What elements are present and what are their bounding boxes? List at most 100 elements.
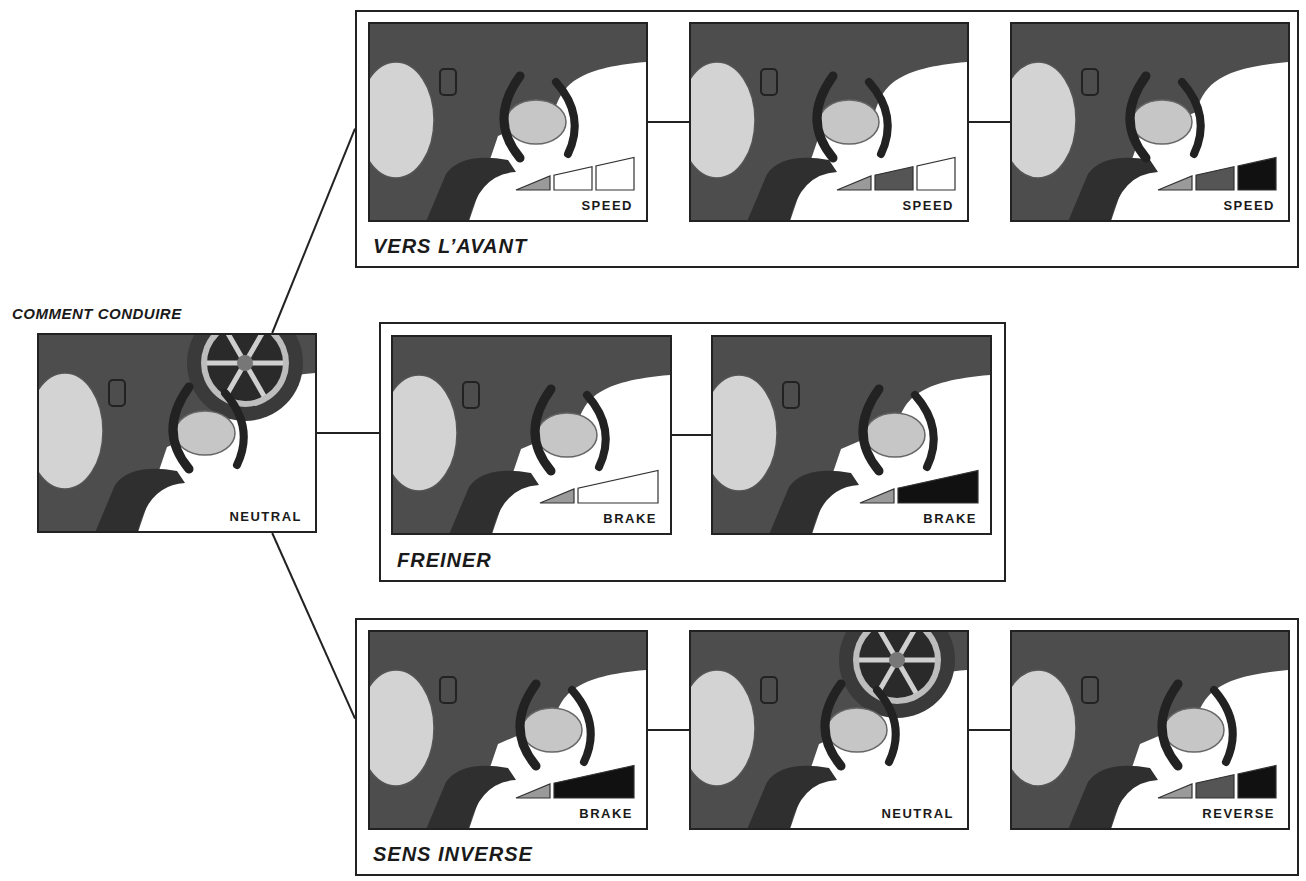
trigger-guard (869, 82, 888, 154)
finger (1164, 708, 1224, 752)
trigger-guard (915, 395, 934, 467)
thumb (370, 670, 434, 786)
trigger-guard (877, 690, 896, 762)
level-indicator (837, 158, 955, 190)
finger (865, 413, 925, 457)
button (440, 69, 456, 95)
grip (1067, 766, 1158, 828)
connector-line (648, 121, 689, 123)
grip (768, 471, 859, 533)
button (761, 69, 777, 95)
thumb (691, 670, 755, 786)
state-label: REVERSE (1199, 806, 1278, 822)
finger (1132, 100, 1192, 144)
button (1082, 677, 1098, 703)
finger (175, 411, 235, 455)
state-label: BRAKE (576, 806, 636, 822)
connector-line (648, 729, 689, 731)
trigger (535, 389, 551, 471)
trigger (520, 684, 536, 766)
trigger-guard (587, 395, 606, 467)
group-box: FREINERBRAKEBRAKE (379, 322, 1006, 582)
grip (425, 158, 516, 220)
finger (522, 708, 582, 752)
button (463, 382, 479, 408)
thumb (1012, 670, 1076, 786)
trigger-guard (572, 690, 591, 762)
trigger-illustration (1012, 24, 1288, 220)
trigger-illustration (370, 632, 646, 828)
trigger-illustration (370, 24, 646, 220)
grip (746, 766, 837, 828)
connector-line (272, 533, 355, 719)
finger (506, 100, 566, 144)
section-title: VERS L’AVANT (373, 235, 527, 258)
button (440, 677, 456, 703)
trigger (825, 684, 841, 766)
thumb (370, 62, 434, 178)
state-label: SPEED (578, 198, 636, 214)
thumb (393, 375, 457, 491)
trigger (504, 76, 520, 158)
connector-line (969, 729, 1010, 731)
connector-line (272, 129, 355, 333)
trigger-illustration (393, 337, 670, 533)
photo-panel: SPEED (689, 22, 969, 222)
state-label: SPEED (899, 198, 957, 214)
thumb (691, 62, 755, 178)
trigger (817, 76, 833, 158)
trigger-guard (1182, 82, 1201, 154)
trigger-illustration (691, 24, 967, 220)
photo-panel: SPEED (368, 22, 648, 222)
trigger-guard (556, 82, 575, 154)
trigger-guard (1214, 690, 1233, 762)
level-indicator (540, 471, 658, 503)
state-label: BRAKE (920, 511, 980, 527)
grip (425, 766, 516, 828)
level-indicator (1158, 766, 1276, 798)
state-label: NEUTRAL (226, 509, 305, 525)
grip (746, 158, 837, 220)
finger (819, 100, 879, 144)
state-label: BRAKE (600, 511, 660, 527)
button (1082, 69, 1098, 95)
steering-wheel (187, 335, 303, 421)
group-box: SENS INVERSE BRAKE NEUTRAL REVERSE (355, 618, 1299, 876)
trigger-illustration (39, 335, 315, 531)
connector-line (672, 434, 711, 436)
level-indicator (516, 766, 634, 798)
grip (448, 471, 539, 533)
level-indicator (516, 158, 634, 190)
steering-wheel (839, 632, 955, 718)
grip (1067, 158, 1158, 220)
connector-line (317, 432, 379, 434)
trigger (1130, 76, 1146, 158)
section-title: SENS INVERSE (373, 843, 533, 866)
grip (94, 469, 185, 531)
photo-panel: BRAKE (711, 335, 992, 535)
trigger (173, 387, 189, 469)
photo-panel: BRAKE (368, 630, 648, 830)
photo-panel: COMMENT CONDUIRENEUTRAL (37, 333, 317, 533)
photo-panel: BRAKE (391, 335, 672, 535)
trigger-guard (225, 393, 244, 465)
state-label: SPEED (1220, 198, 1278, 214)
button (783, 382, 799, 408)
diagram-heading: COMMENT CONDUIRE (12, 305, 182, 322)
level-indicator (860, 471, 978, 503)
group-box: VERS L’AVANT SPEED SPEED SPEED (355, 10, 1299, 268)
thumb (713, 375, 777, 491)
photo-panel: REVERSE (1010, 630, 1290, 830)
trigger (863, 389, 879, 471)
button (761, 677, 777, 703)
connector-line (969, 121, 1010, 123)
state-label: NEUTRAL (878, 806, 957, 822)
trigger-illustration (713, 337, 990, 533)
trigger (1162, 684, 1178, 766)
thumb (39, 373, 103, 489)
photo-panel: SPEED (1010, 22, 1290, 222)
finger (827, 708, 887, 752)
finger (537, 413, 597, 457)
thumb (1012, 62, 1076, 178)
